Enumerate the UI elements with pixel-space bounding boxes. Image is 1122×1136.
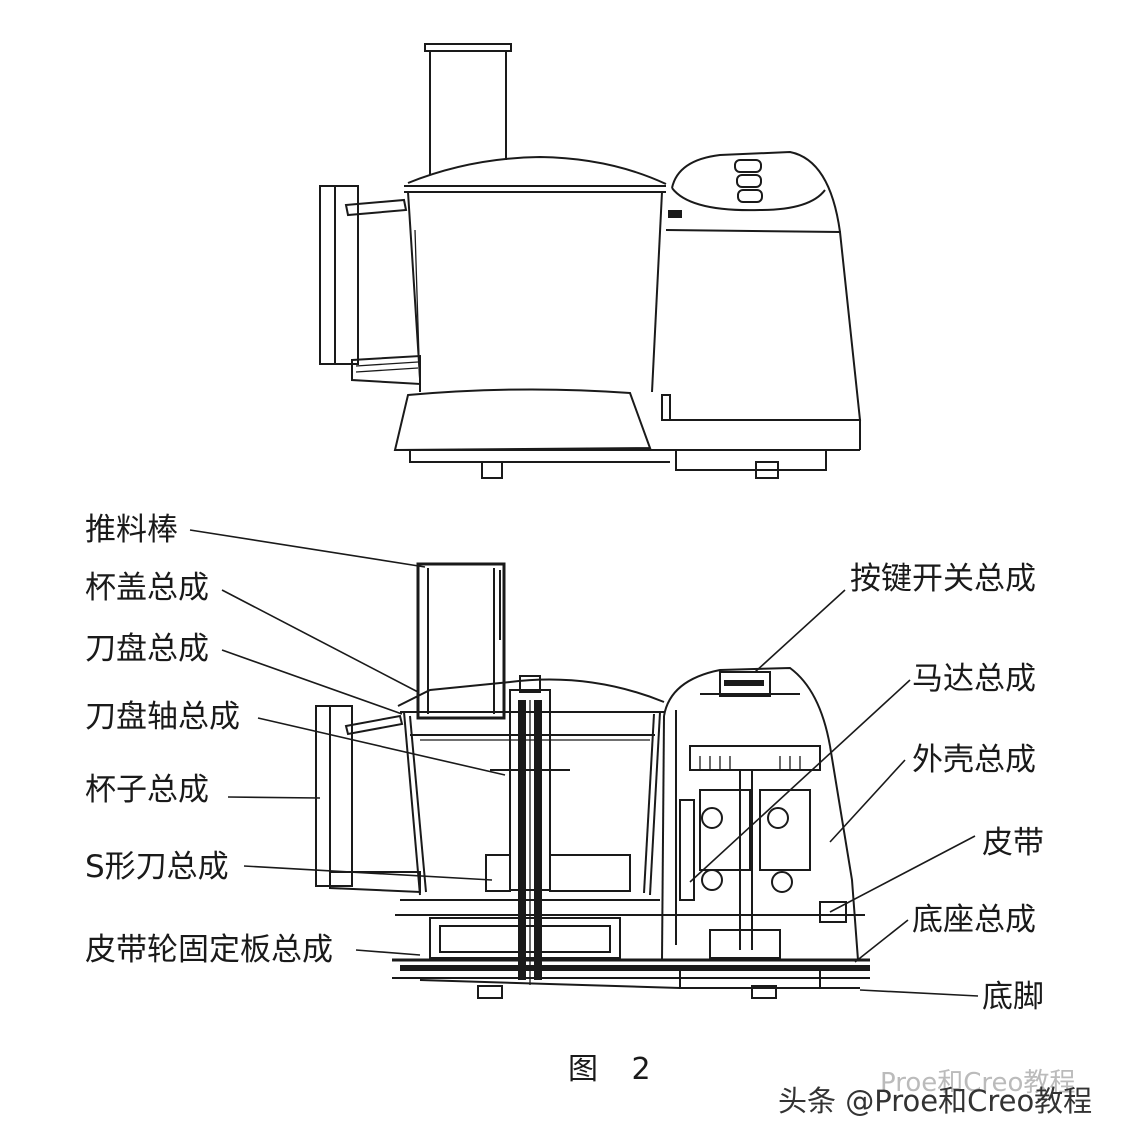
- section-s-blade: [485, 854, 631, 892]
- watermark: 头条 @Proe和Creo教程: [778, 1084, 1093, 1118]
- cup-handle: [319, 185, 421, 386]
- label-s-blade-assembly: S形刀总成: [85, 849, 229, 885]
- label-cup-lid-assembly: 杯盖总成: [85, 570, 209, 606]
- label-pulley-fixing-plate-assembly: 皮带轮固定板总成: [85, 932, 333, 968]
- cup-base: [393, 388, 860, 463]
- exterior-view: [319, 43, 862, 479]
- section-motor-housing: [661, 666, 859, 961]
- exterior-feet: [481, 449, 827, 479]
- label-housing-assembly: 外壳总成: [912, 742, 1036, 778]
- section-cup: [315, 705, 661, 896]
- label-blade-disc-assembly: 刀盘总成: [85, 631, 209, 667]
- label-base-assembly: 底座总成: [912, 902, 1036, 938]
- section-lid: [397, 678, 665, 707]
- label-blade-disc-shaft-assembly: 刀盘轴总成: [85, 699, 240, 735]
- label-cup-assembly: 杯子总成: [85, 772, 209, 808]
- feed-tube: [424, 43, 512, 175]
- cup-body: [407, 191, 663, 393]
- figure-caption: 图 2: [568, 1052, 663, 1087]
- section-shaft: [490, 675, 570, 985]
- label-feet: 底脚: [982, 979, 1044, 1015]
- label-button-switch-assembly: 按键开关总成: [850, 561, 1036, 597]
- label-motor-assembly: 马达总成: [912, 661, 1036, 697]
- leader-lines-right: [689, 589, 979, 997]
- watermark-shadow: Proe和Creo教程: [880, 1068, 1076, 1098]
- label-belt: 皮带: [982, 825, 1044, 861]
- motor-housing: [661, 150, 862, 450]
- label-push-rod: 推料棒: [85, 512, 178, 548]
- section-base: [392, 899, 870, 999]
- cup-lid: [404, 155, 667, 193]
- section-feed-tube: [416, 562, 506, 720]
- section-view: [189, 529, 979, 999]
- leader-lines-left: [189, 529, 506, 956]
